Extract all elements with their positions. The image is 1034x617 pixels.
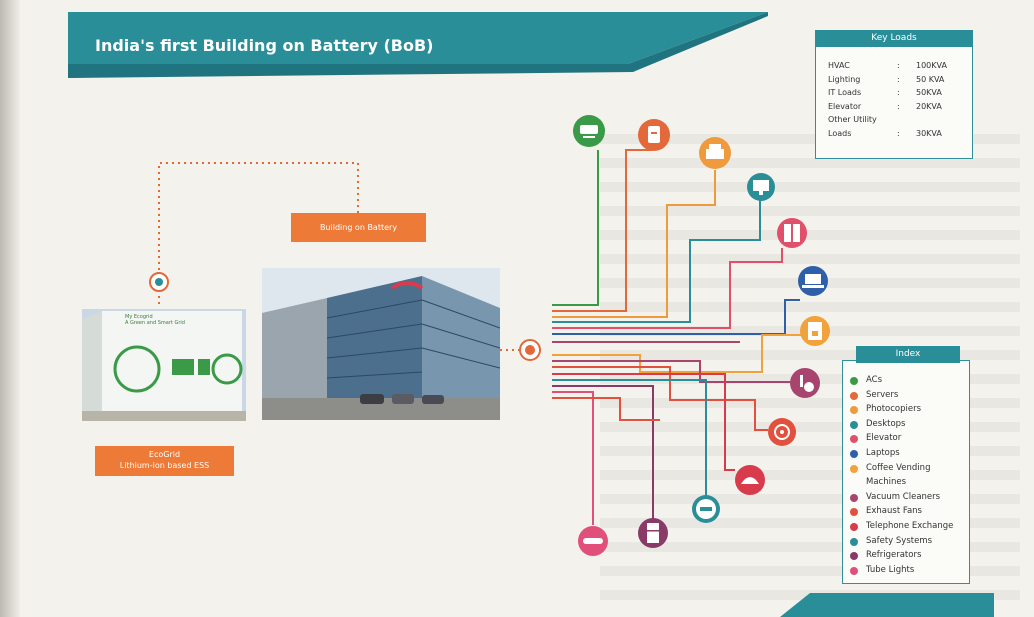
photocopier-icon [699,137,731,169]
building-photo [262,268,500,420]
index-color-dot-icon [850,377,858,385]
server-icon [638,119,670,151]
index-color-dot-icon [850,566,858,575]
key-load-value: 100KVA [916,61,947,70]
header-band [68,12,768,78]
ac-unit-icon [573,115,605,147]
index-color-dot-icon [850,508,858,517]
telephone-icon [735,465,765,495]
index-item-label: Coffee Vending [866,462,931,473]
key-load-separator: : [897,101,900,111]
wire-tube-light [552,391,594,525]
key-load-name: Elevator [828,101,862,111]
ecogrid-label: EcoGrid Lithium-ion based ESS [95,446,234,476]
wire-server [552,149,652,312]
index-item-label: Telephone Exchange [866,521,954,531]
tube-light-icon [578,526,608,556]
key-load-name: Other Utility [828,115,877,124]
key-load-value: 20KVA [916,101,942,111]
vacuum-cleaner-icon [790,368,820,398]
index-header: Index [856,346,960,363]
wire-elevator [552,248,783,329]
ecogrid-label-line2: Lithium-ion based ESS [119,461,210,470]
index-item-label: Machines [866,477,907,488]
wire-desktop [552,196,761,323]
elevator-icon [777,218,807,248]
index-panel [842,360,970,584]
wire-ac [552,150,599,306]
wire-vacuum [552,360,790,383]
index-item-label: Vacuum Cleaners [866,491,941,502]
key-load-name: HVAC [828,61,850,70]
index-item-label: Photocopiers [866,404,922,415]
index-color-dot-icon [850,523,858,531]
wire-refrigerator [552,385,654,520]
key-load-name: Lighting [828,74,861,84]
wire-laptop [552,299,800,335]
key-load-separator: : [897,88,900,97]
index-item-label: Exhaust Fans [866,506,922,517]
wire-photocopier [552,170,716,318]
index-color-dot-icon [850,552,858,561]
refrigerator-icon [638,518,668,548]
index-color-dot-icon [850,537,858,546]
wire-exhaust [552,366,768,431]
index-item-label: Elevator [866,433,902,444]
ecogrid-sign-line2: A Green and Smart Grid [125,320,185,326]
key-load-name: Loads [828,128,852,138]
key-load-value: 50KVA [916,88,942,97]
ecogrid-sign-line1: My Ecogrid [125,314,153,320]
page-title: India's first Building on Battery (BoB) [95,36,434,55]
scan-edge [0,0,20,617]
ecogrid-sign: My Ecogrid A Green and Smart Grid [125,314,185,326]
ecogrid-label-line1: EcoGrid [148,450,181,459]
index-color-dot-icon [850,420,858,429]
wire-telephone [552,373,735,471]
index-item-label: Servers [866,389,899,400]
key-load-separator: : [897,61,900,70]
index-item-label: Safety Systems [866,535,933,546]
exhaust-fan-icon [768,418,796,446]
index-color-dot-icon [850,391,858,400]
safety-system-icon [692,495,720,523]
index-item-label: Desktops [866,418,906,429]
key-load-separator: : [897,128,900,138]
desktop-icon [747,173,775,201]
key-loads-header: Key Loads [815,30,973,47]
laptop-icon [798,266,828,296]
index-color-dot-icon [850,435,858,444]
index-color-dot-icon [850,464,858,473]
index-color-dot-icon [850,493,858,502]
index-item-label: Refrigerators [866,550,922,561]
key-load-value: 50 KVA [916,74,945,84]
bob-label: Building on Battery [291,213,426,242]
key-load-separator: : [897,74,900,84]
index-item-label: Tube Lights [866,564,915,575]
index-color-dot-icon [850,406,858,415]
coffee-machine-icon [800,316,830,346]
ecogrid-container-photo [82,309,246,421]
key-loads-panel [815,38,973,159]
bob-label-text: Building on Battery [319,223,398,232]
index-item-label: ACs [866,375,883,385]
index-item-label: Laptops [866,448,900,458]
index-color-dot-icon [850,450,858,458]
wire-safety [552,379,707,496]
key-load-name: IT Loads [828,88,862,97]
footer-band [780,593,994,617]
key-load-value: 30KVA [916,128,942,138]
